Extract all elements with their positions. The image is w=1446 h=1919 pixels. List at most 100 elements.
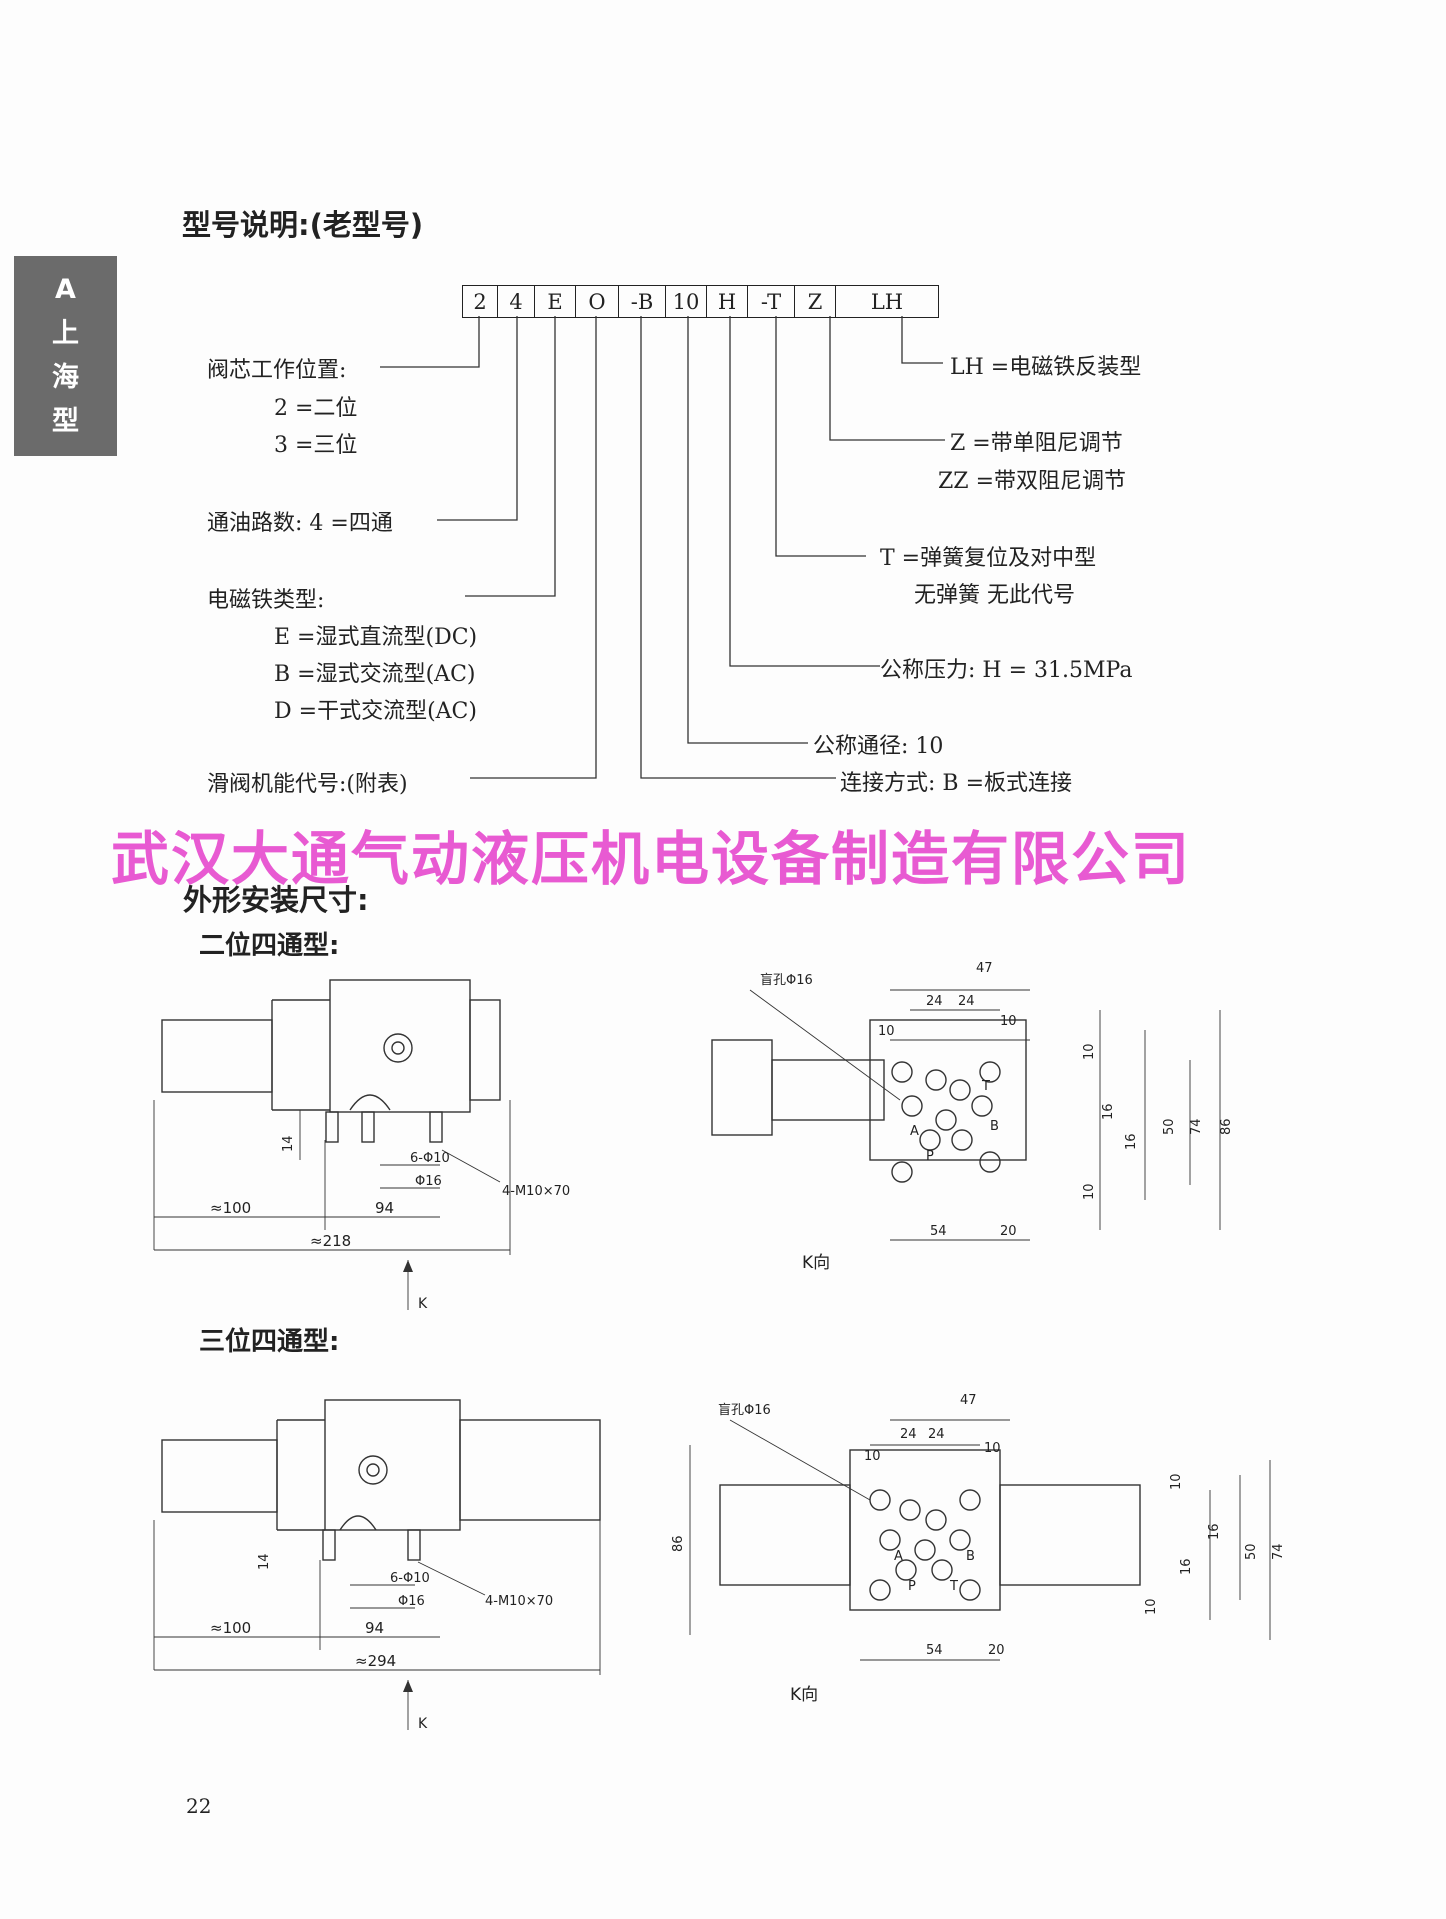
code-cell: Z (795, 286, 836, 317)
dim-94: 94 (375, 1199, 394, 1217)
code-cell: 4 (498, 286, 535, 317)
spool-position-label: 阀芯工作位置: (207, 358, 347, 383)
company-watermark: 武汉大通气动液压机电设备制造有限公司 (111, 825, 1192, 893)
dim-100: ≈100 (210, 1619, 251, 1637)
three-position-k-view: 盲孔Φ16 47 24 24 10 10 86 10 16 16 50 74 1… (671, 1393, 1286, 1705)
blind-hole: 盲孔Φ16 (760, 972, 813, 988)
dim-86: 86 (1219, 1118, 1234, 1135)
port-count-label: 通油路数: 4 =四通 (207, 511, 393, 536)
dim-6-holes: 6-Φ10 (390, 1571, 430, 1586)
port-t: T (949, 1579, 958, 1594)
code-cell: 2 (463, 286, 498, 317)
port-a: A (894, 1549, 903, 1564)
code-h-label: 公称压力: H = 31.5MPa (880, 658, 1133, 683)
dim-100: ≈100 (210, 1199, 251, 1217)
k-arrow-label: K (418, 1716, 428, 1732)
port-a: A (910, 1124, 919, 1139)
dim-14: 14 (257, 1553, 272, 1570)
section-tab-letter: A (55, 274, 76, 305)
port-b: B (990, 1119, 999, 1134)
code-cell: LH (870, 289, 904, 314)
three-position-side-view: 14 6-Φ10 Φ16 4-M10×70 ≈100 94 ≈294 K (153, 1399, 601, 1732)
dim-16b: 16 (1179, 1558, 1194, 1575)
dim-16b: 16 (1124, 1133, 1139, 1150)
two-position-subtitle: 二位四通型: (199, 931, 340, 961)
dim-54: 54 (926, 1643, 943, 1658)
dim-54: 54 (930, 1224, 947, 1239)
section-tab: A 上 海 型 (14, 256, 117, 456)
dim-phi16: Φ16 (415, 1174, 442, 1189)
dim-74: 74 (1271, 1543, 1286, 1560)
dim-47: 47 (960, 1393, 977, 1408)
dim-24a: 24 (900, 1427, 917, 1442)
code-z-label: Z =带单阻尼调节 (950, 431, 1123, 456)
dim-10b: 10 (1000, 1014, 1017, 1029)
code-cell: E (535, 286, 576, 317)
dimensions-title: 外形安装尺寸: (183, 883, 369, 917)
spool-position-3: 3 =三位 (274, 433, 358, 458)
dim-14: 14 (281, 1135, 296, 1152)
dim-screw: 4-M10×70 (485, 1594, 553, 1609)
code-leader-lines (380, 316, 945, 779)
dim-94: 94 (365, 1619, 384, 1637)
dim-10c: 10 (1082, 1043, 1097, 1060)
two-position-k-view: 盲孔Φ16 47 24 24 10 10 10 16 16 50 74 86 1… (711, 961, 1234, 1273)
code-cell: -B (619, 286, 666, 317)
dim-218: ≈218 (310, 1232, 351, 1250)
model-description-title: 型号说明:(老型号) (182, 208, 424, 242)
spool-function-label: 滑阀机能代号:(附表) (207, 772, 408, 797)
dim-16a: 16 (1207, 1523, 1222, 1540)
section-tab-char: 上 (52, 318, 79, 349)
section-tab-char: 型 (52, 406, 79, 437)
dim-24b: 24 (928, 1427, 945, 1442)
code-cell: 10 (666, 286, 707, 317)
code-cell: O (576, 286, 619, 317)
dim-24a: 24 (926, 994, 943, 1009)
dim-10d: 10 (1082, 1183, 1097, 1200)
page-number: 22 (186, 1794, 212, 1818)
solenoid-type-d: D =干式交流型(AC) (274, 699, 477, 724)
k-view-label: K向 (802, 1253, 830, 1273)
code-cell: H (707, 286, 748, 317)
code-t-label: T =弹簧复位及对中型 (880, 546, 1097, 571)
solenoid-type-b: B =湿式交流型(AC) (274, 662, 476, 687)
dim-10a: 10 (864, 1449, 881, 1464)
port-b: B (966, 1549, 975, 1564)
dim-74: 74 (1189, 1118, 1204, 1135)
spool-position-2: 2 =二位 (274, 396, 358, 421)
dim-24b: 24 (958, 994, 975, 1009)
dim-294: ≈294 (355, 1652, 396, 1670)
dim-10a: 10 (878, 1024, 895, 1039)
two-position-side-view: 14 6-Φ10 Φ16 4-M10×70 ≈100 94 ≈218 K (153, 979, 570, 1312)
dim-47: 47 (976, 961, 993, 976)
dim-50: 50 (1162, 1118, 1177, 1135)
code-zz-label: ZZ =带双阻尼调节 (938, 469, 1126, 494)
dim-10d: 10 (1144, 1598, 1159, 1615)
dim-20: 20 (1000, 1224, 1017, 1239)
solenoid-type-e: E =湿式直流型(DC) (274, 625, 478, 650)
dim-50: 50 (1244, 1543, 1259, 1560)
blind-hole: 盲孔Φ16 (718, 1402, 771, 1418)
k-view-label: K向 (790, 1685, 818, 1705)
code-lh-label: LH =电磁铁反装型 (950, 355, 1142, 380)
solenoid-type-label: 电磁铁类型: (207, 588, 325, 613)
code-cell: -T (748, 286, 795, 317)
code-dn-label: 公称通径: 10 (813, 734, 944, 759)
port-t: T (981, 1079, 990, 1094)
code-t-note: 无弹簧 无此代号 (914, 583, 1075, 608)
dim-6-holes: 6-Φ10 (410, 1151, 450, 1166)
dim-16a: 16 (1101, 1103, 1116, 1120)
section-tab-char: 海 (52, 362, 79, 393)
three-position-subtitle: 三位四通型: (199, 1327, 340, 1357)
model-code-box: 2 4 E O -B 10 H -T Z LH (462, 285, 939, 318)
dim-phi16: Φ16 (398, 1594, 425, 1609)
port-p: P (908, 1579, 916, 1594)
k-arrow-label: K (418, 1296, 428, 1312)
dim-10c: 10 (1169, 1473, 1184, 1490)
code-conn-label: 连接方式: B =板式连接 (840, 771, 1072, 796)
dim-20: 20 (988, 1643, 1005, 1658)
dim-10b: 10 (984, 1441, 1001, 1456)
dim-86: 86 (671, 1535, 686, 1552)
dim-screw: 4-M10×70 (502, 1184, 570, 1199)
port-p: P (926, 1149, 934, 1164)
